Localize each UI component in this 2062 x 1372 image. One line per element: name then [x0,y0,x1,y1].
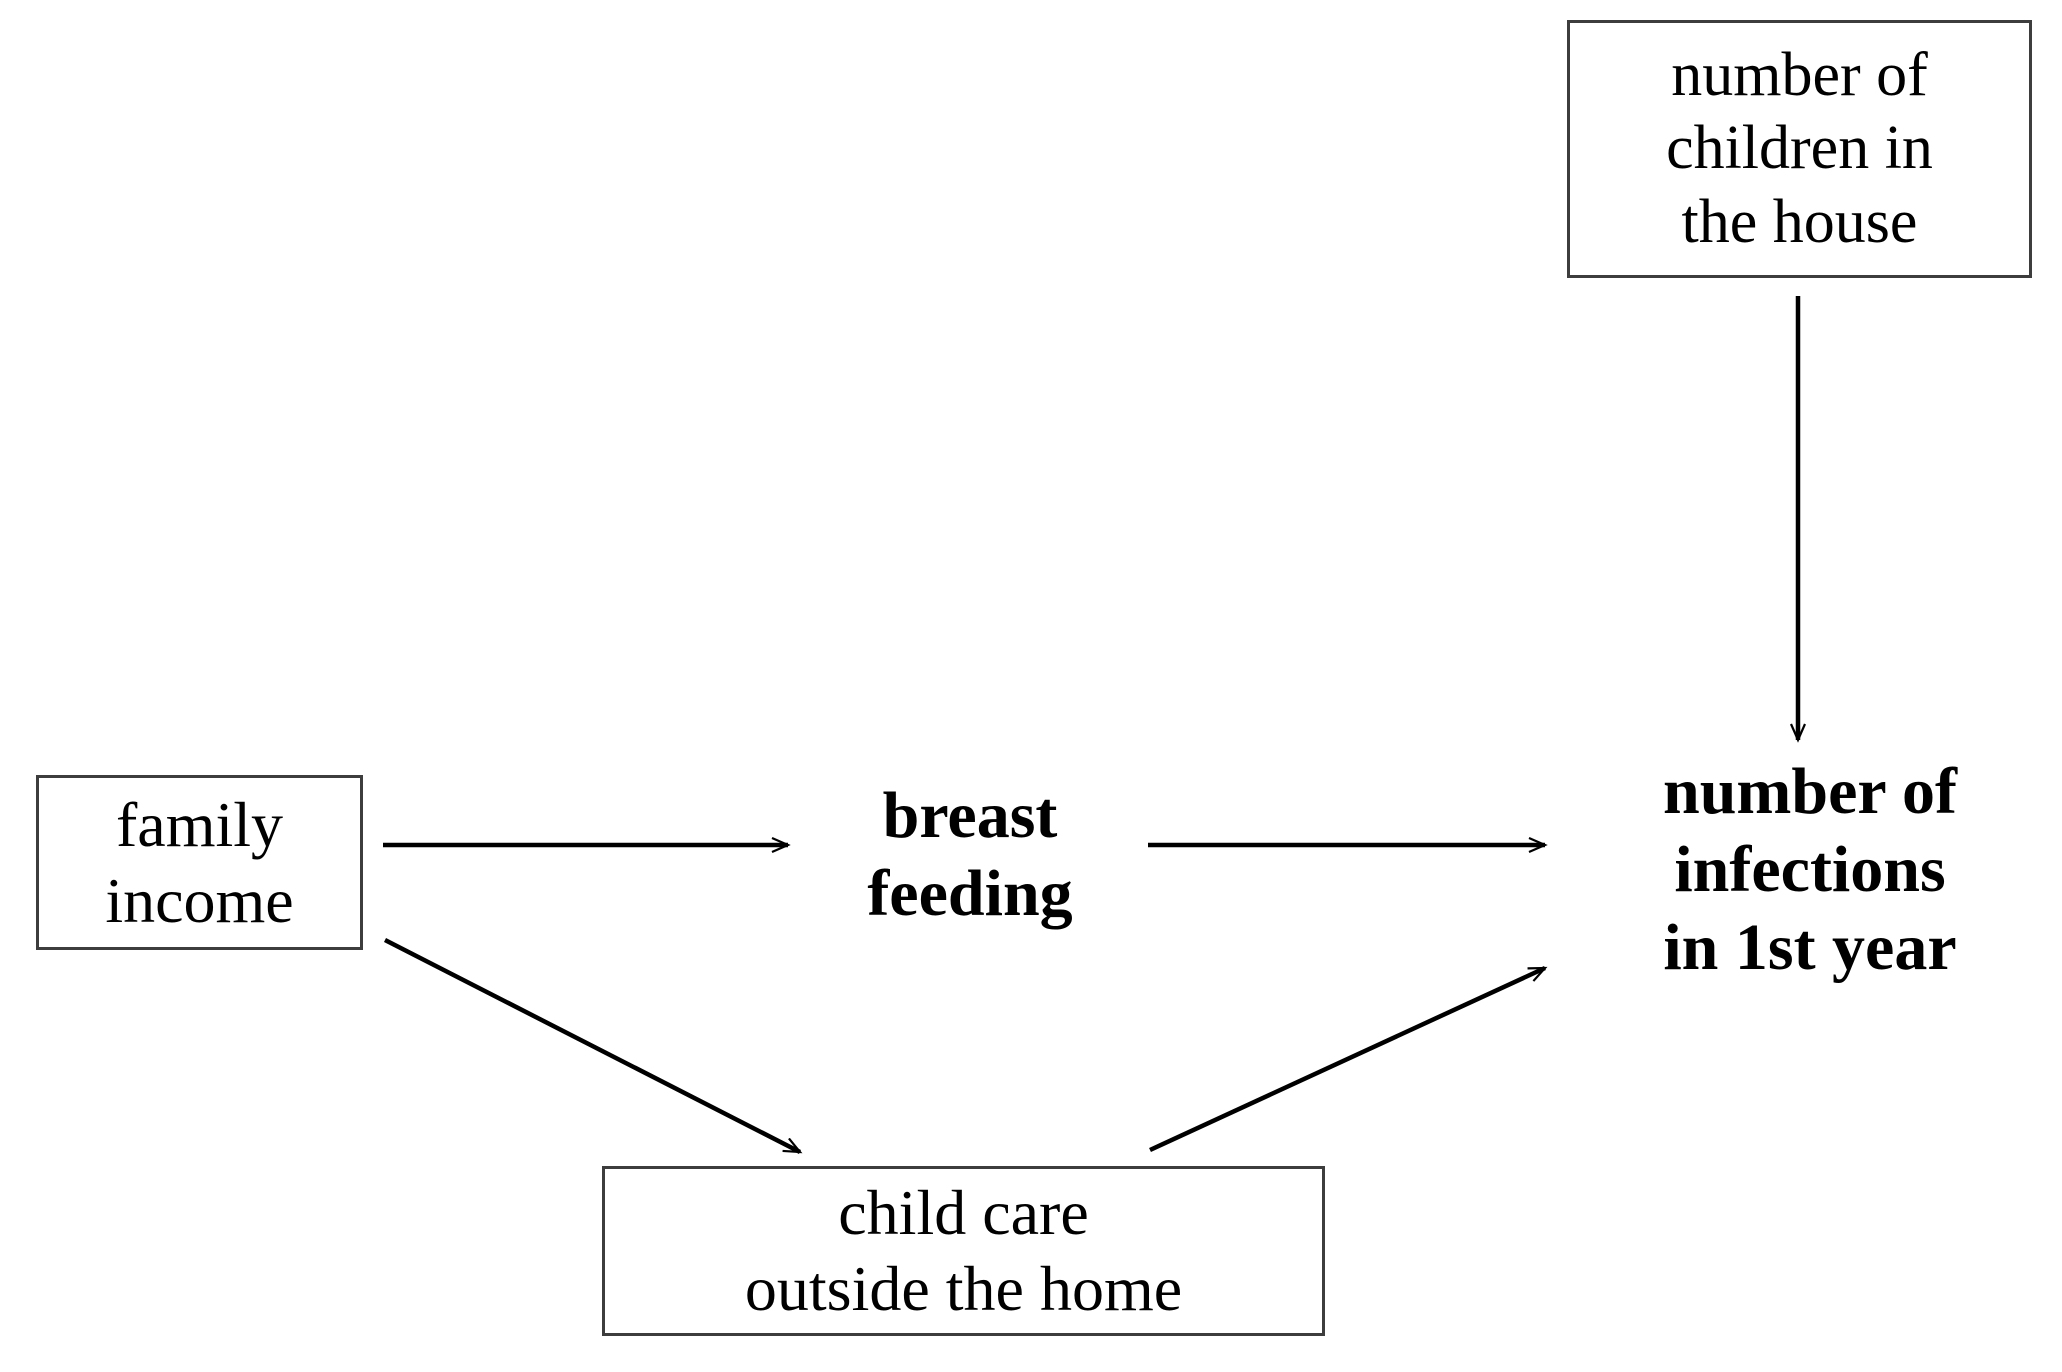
node-breast-feeding[interactable]: breast feeding [795,770,1145,940]
node-child-care[interactable]: child care outside the home [602,1166,1325,1336]
edge-income-to-childcare [383,937,803,1155]
node-children-in-house[interactable]: number of children in the house [1567,20,2032,278]
node-infections-label: number of infections in 1st year [1663,755,1957,984]
node-infections[interactable]: number of infections in 1st year [1560,740,2060,1000]
node-family-income[interactable]: family income [36,775,363,950]
node-children-in-house-label: number of children in the house [1666,41,1933,256]
node-breast-feeding-label: breast feeding [867,779,1073,930]
edge-childcare-to-infections [1149,965,1548,1153]
node-child-care-label: child care outside the home [744,1177,1183,1324]
node-family-income-label: family income [105,788,294,936]
